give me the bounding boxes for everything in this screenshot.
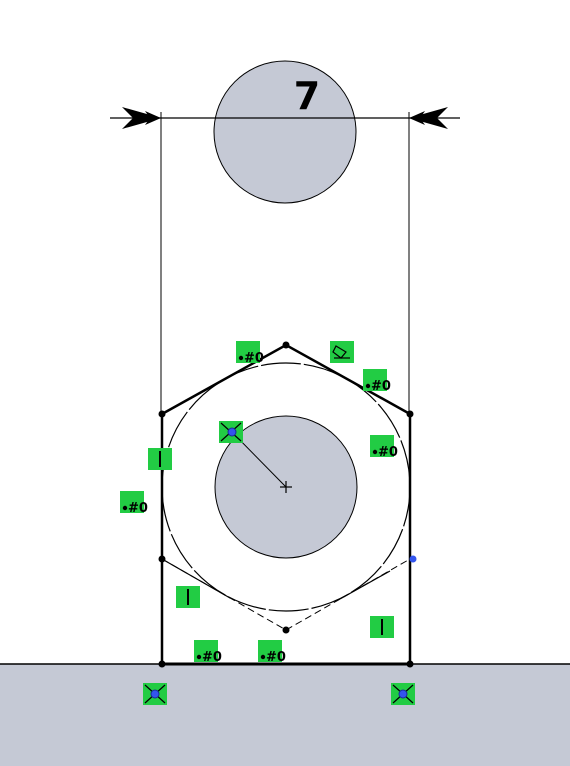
coincident-relation-badge[interactable]: #0 <box>363 369 391 394</box>
vertex-point[interactable] <box>158 410 166 418</box>
point-marker[interactable] <box>150 689 160 699</box>
vertical-relation-badge[interactable] <box>176 586 200 608</box>
point-marker[interactable] <box>398 689 408 699</box>
fix-relation-badge[interactable] <box>143 683 167 705</box>
hexagon-lower-right-edge[interactable] <box>339 570 391 600</box>
tangent-relation-badge[interactable] <box>330 341 354 363</box>
point-marker[interactable] <box>227 427 237 437</box>
svg-text:#0: #0 <box>371 379 391 394</box>
vertical-relation-badge[interactable] <box>148 448 172 470</box>
dimension-arrow-right[interactable] <box>409 107 448 129</box>
hexagon-lower-left-edge[interactable] <box>161 558 231 599</box>
tangent-icon <box>332 345 350 359</box>
center-point[interactable] <box>280 481 292 493</box>
coincident-relation-badge[interactable]: #0 <box>258 640 286 665</box>
fix-relation-badge[interactable] <box>219 421 243 443</box>
coincident-icon <box>260 654 266 660</box>
svg-text:#0: #0 <box>202 650 222 665</box>
svg-text:#0: #0 <box>378 445 398 460</box>
vertex-point[interactable] <box>158 660 166 668</box>
coincident-relation-badge[interactable]: #0 <box>120 491 148 516</box>
fix-relation-badge[interactable] <box>391 683 415 705</box>
vertex-point-selected[interactable] <box>409 555 417 563</box>
vertex-point[interactable] <box>406 410 414 418</box>
top-circle[interactable] <box>213 60 357 204</box>
dimension-value[interactable]: 7 <box>294 74 320 118</box>
svg-text:#0: #0 <box>266 650 286 665</box>
vertex-point[interactable] <box>282 341 290 349</box>
coincident-relation-badge[interactable]: #0 <box>370 435 398 460</box>
vertex-point[interactable] <box>282 626 290 634</box>
svg-text:#0: #0 <box>244 351 264 366</box>
coincident-icon <box>122 505 128 511</box>
vertex-point[interactable] <box>158 555 166 563</box>
coincident-icon <box>238 355 244 361</box>
vertical-relation-badge[interactable] <box>370 616 394 638</box>
coincident-icon <box>196 654 202 660</box>
ground-plane <box>0 664 570 766</box>
dimension-arrow-left[interactable] <box>122 107 161 129</box>
coincident-icon <box>365 383 371 389</box>
coincident-relation-badge[interactable]: #0 <box>194 640 222 665</box>
svg-text:#0: #0 <box>128 501 148 516</box>
coincident-icon <box>372 449 378 455</box>
vertex-point[interactable] <box>406 660 414 668</box>
coincident-relation-badge[interactable]: #0 <box>236 341 264 366</box>
